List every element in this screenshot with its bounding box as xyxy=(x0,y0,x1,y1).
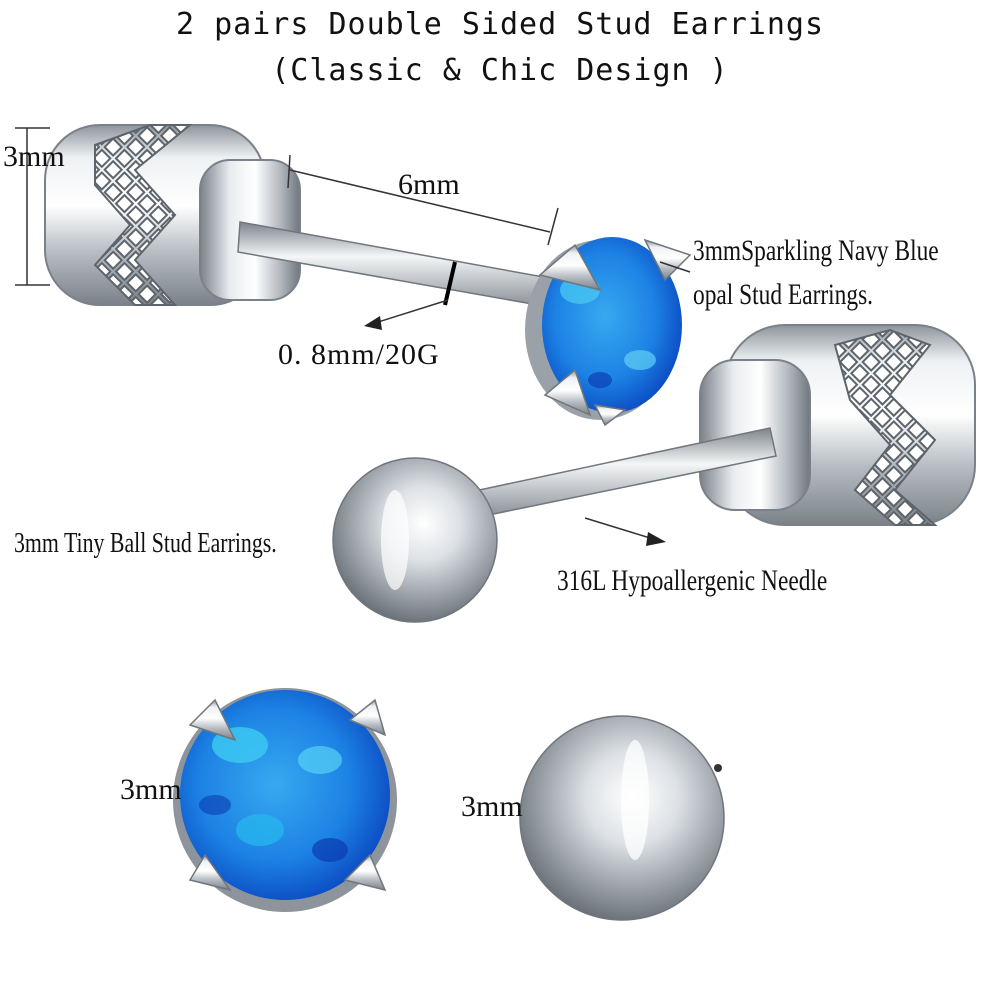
gauge-label: 0. 8mm/20G xyxy=(278,338,440,371)
ball-name-label: 3mm Tiny Ball Stud Earrings. xyxy=(14,528,277,559)
bar-length-label: 6mm xyxy=(398,168,460,201)
page-subtitle: (Classic & Chic Design ) xyxy=(271,53,729,88)
needle-label: 316L Hypoallergenic Needle xyxy=(557,564,828,597)
prong xyxy=(593,404,627,427)
prong xyxy=(188,853,232,892)
steel-ball xyxy=(332,457,498,623)
back-height-label: 3mm xyxy=(3,140,65,173)
opal-size-label: 3mm xyxy=(120,773,182,806)
page-title: 2 pairs Double Sided Stud Earrings xyxy=(175,7,825,42)
ball-size-label: 3mm xyxy=(461,790,523,823)
prong xyxy=(343,853,387,892)
opal-name-label: 3mmSparkling Navy Blue xyxy=(693,234,939,267)
opal-closeup xyxy=(173,688,397,912)
dimension-lines xyxy=(15,127,691,539)
ball-closeup xyxy=(519,715,725,921)
prong xyxy=(538,243,602,292)
ball-stud-earring xyxy=(332,324,976,623)
engraved-pattern xyxy=(93,124,193,306)
prong xyxy=(188,698,237,742)
arrow-head xyxy=(364,316,382,330)
opal-name-label-2: opal Stud Earrings. xyxy=(693,278,874,311)
opal-stud-earring xyxy=(44,124,692,427)
engraved-pattern xyxy=(833,328,938,526)
arrow-head xyxy=(646,532,666,546)
prong xyxy=(543,368,592,417)
prong xyxy=(348,698,387,737)
